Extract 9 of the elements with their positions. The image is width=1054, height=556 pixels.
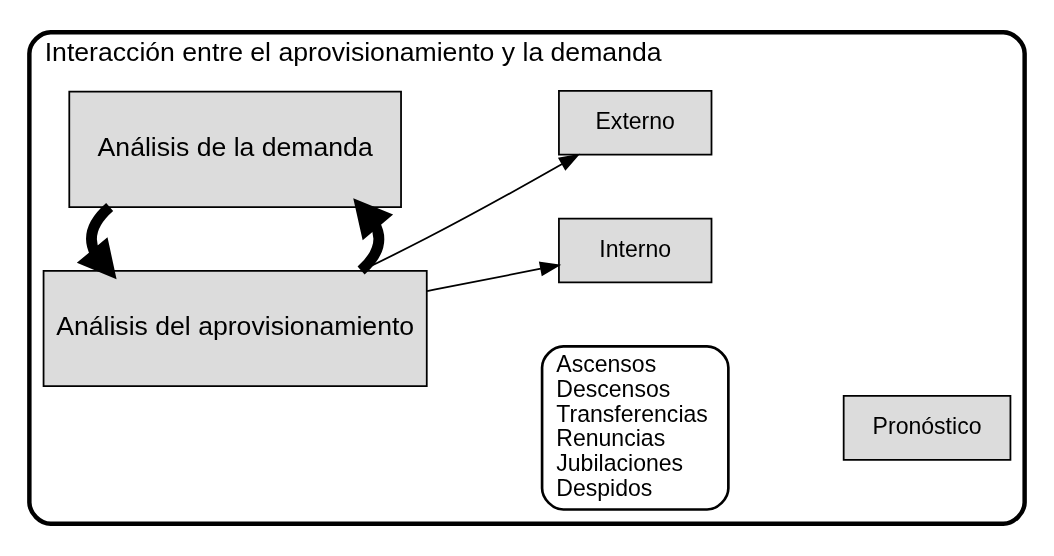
node-box: Pronóstico [842, 395, 1012, 461]
arrow [426, 261, 562, 292]
node-box: Ascensos Descensos Transferencias Renuncias Jubilaciones Despidos [540, 344, 730, 511]
node-box: Externo [558, 89, 713, 156]
arrow [353, 198, 394, 275]
node-box: Análisis del aprovisionamiento [42, 270, 428, 388]
node-box: Análisis de la demanda [68, 90, 402, 208]
node-box: Interno [558, 217, 713, 284]
arrow [360, 153, 581, 272]
